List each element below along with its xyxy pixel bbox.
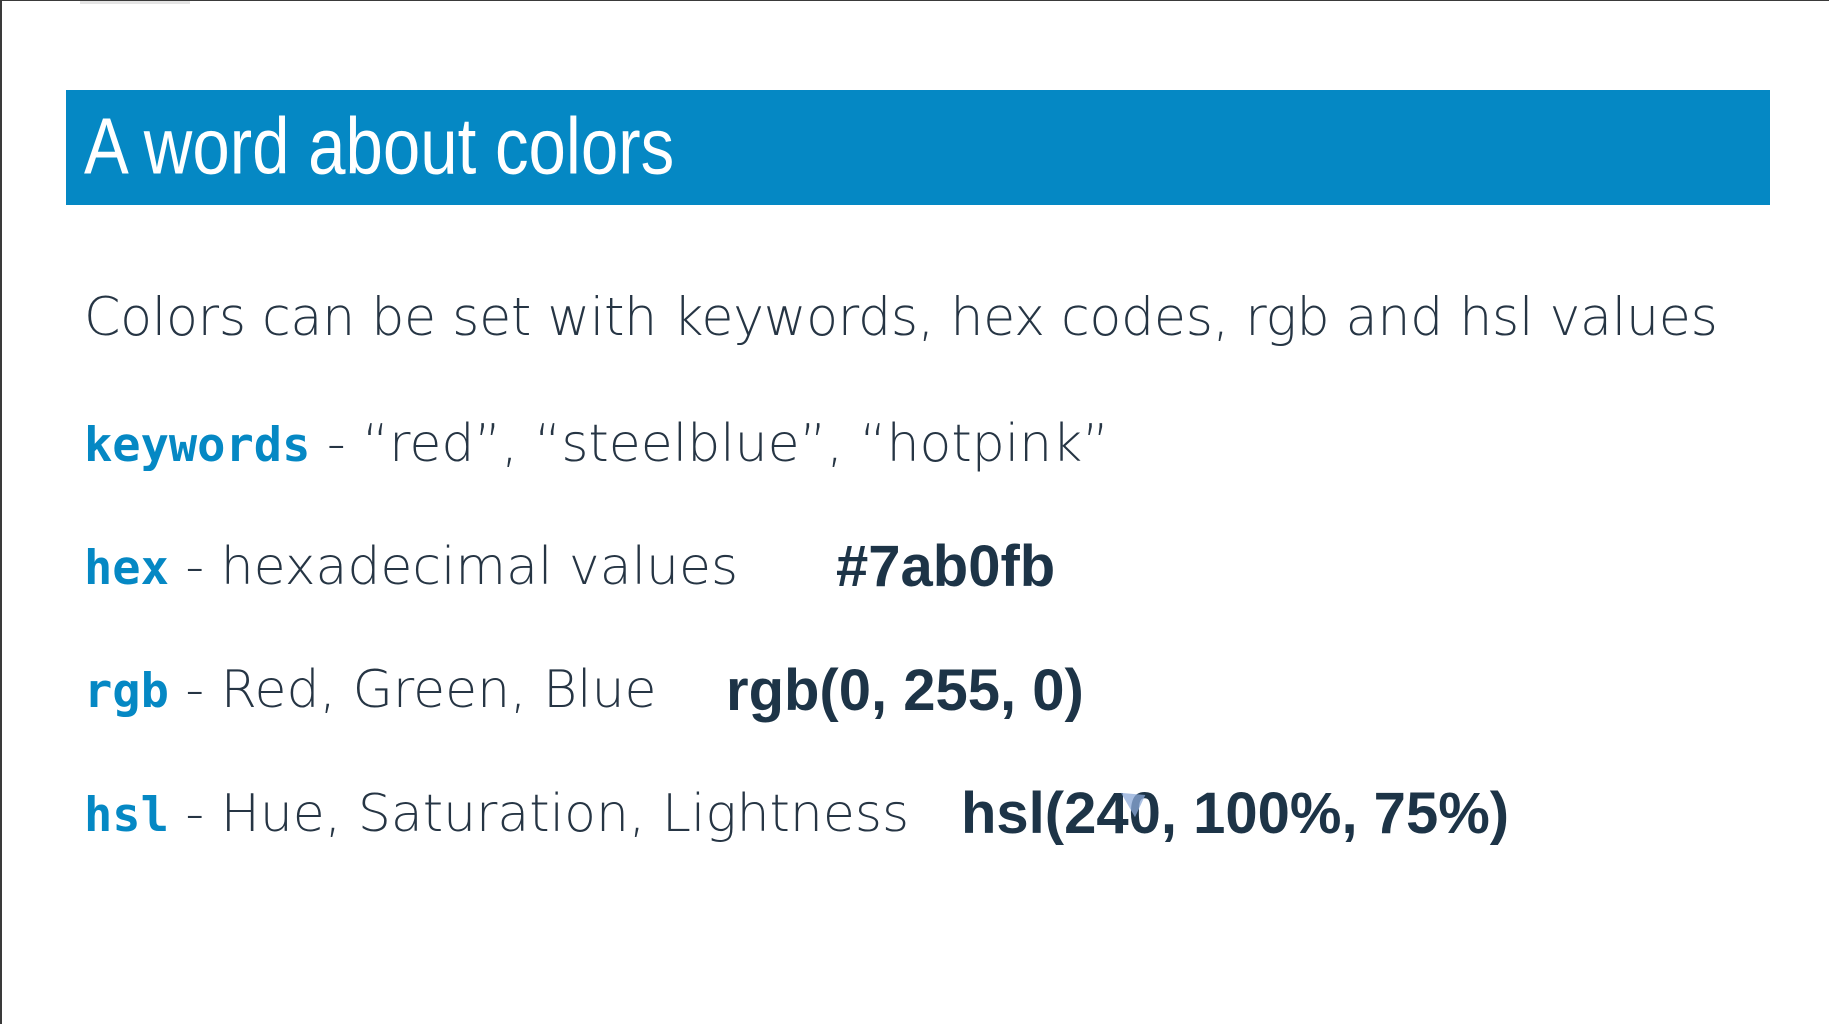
hex-term: hex: [84, 541, 169, 596]
top-edge-mark: [80, 1, 190, 4]
hsl-row: hsl - Hue, Saturation, Lightness: [84, 788, 909, 840]
hex-example: #7ab0fb: [836, 534, 1056, 599]
rgb-description: Red, Green, Blue: [220, 660, 657, 720]
hex-row: hex - hexadecimal values: [84, 541, 738, 593]
rgb-example: rgb(0, 255, 0): [726, 658, 1084, 723]
title-bar: A word about colors: [66, 90, 1770, 205]
hsl-description: Hue, Saturation, Lightness: [220, 784, 910, 844]
hex-description: hexadecimal values: [220, 537, 739, 597]
intro-text: Colors can be set with keywords, hex cod…: [84, 287, 1718, 348]
rgb-separator: -: [168, 660, 221, 720]
keywords-term: keywords: [84, 418, 311, 473]
keywords-row: keywords - “red”, “steelblue”, “hotpink”: [84, 418, 1109, 470]
slide-title: A word about colors: [84, 100, 675, 190]
hex-separator: -: [168, 537, 221, 597]
hsl-example: hsl(240, 100%, 75%): [961, 781, 1510, 846]
keywords-separator: -: [310, 414, 363, 474]
hsl-separator: -: [168, 784, 221, 844]
keywords-description: “red”, “steelblue”, “hotpink”: [362, 414, 1110, 474]
rgb-term: rgb: [84, 664, 169, 719]
rgb-row: rgb - Red, Green, Blue: [84, 664, 657, 716]
hsl-term: hsl: [84, 788, 169, 843]
